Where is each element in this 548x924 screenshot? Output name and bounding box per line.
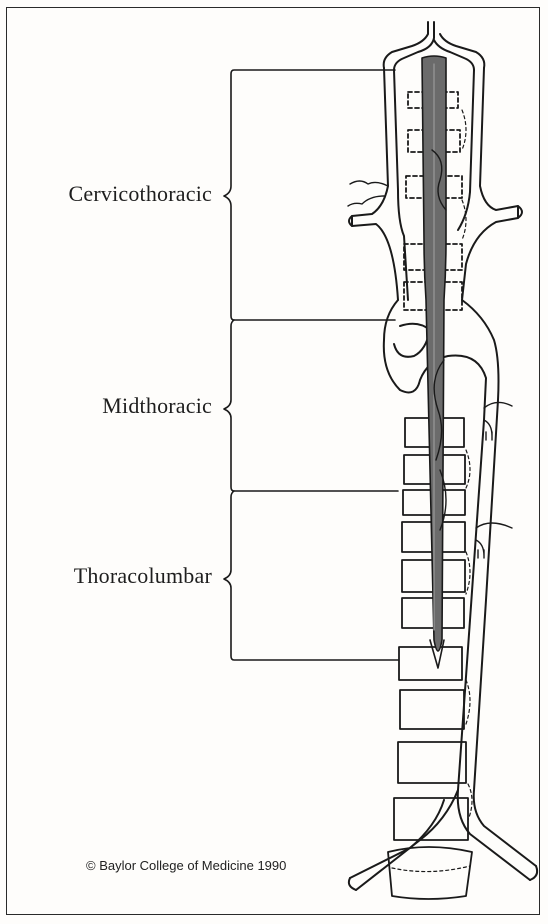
branch-cervical-left (350, 181, 388, 186)
bracket-thoracolumbar (224, 491, 398, 660)
branch-lower-right-2 (476, 540, 484, 558)
sacral-dashes (392, 866, 470, 872)
left-carotid-trunk (352, 68, 398, 300)
posterior-outline-mid (466, 450, 470, 594)
copyright-notice: © Baylor College of Medicine 1990 (86, 858, 286, 873)
aortic-root (394, 324, 430, 357)
vertebra-lower-2 (400, 690, 464, 729)
branch-mid-right-2 (484, 420, 492, 440)
vertebra-lower-4 (394, 798, 468, 840)
vertebra-lower-3 (398, 742, 466, 783)
iliac-cap-left (349, 878, 356, 890)
bracket-cervicothoracic (224, 70, 395, 320)
iliac-cap-right (530, 866, 537, 880)
bracket-midthoracic (224, 320, 398, 491)
vertebra-lower-1 (399, 647, 462, 680)
region-brackets (224, 70, 398, 660)
iliac-left-inner (350, 800, 444, 878)
branch-cervical-left-2 (348, 196, 384, 206)
branch-lower-right (476, 523, 512, 528)
